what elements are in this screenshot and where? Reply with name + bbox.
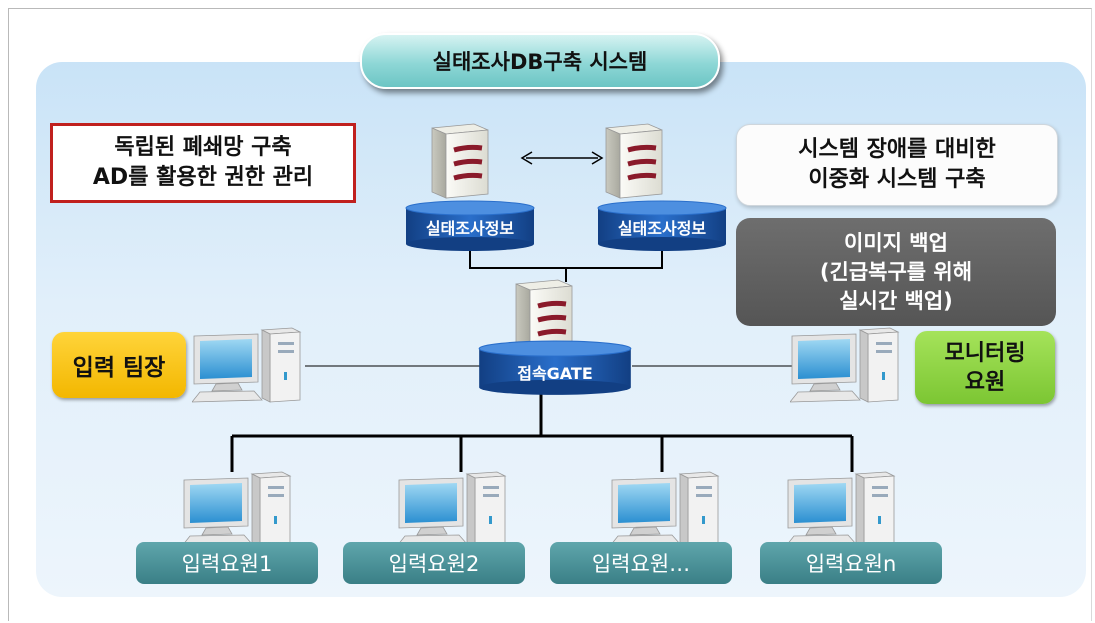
backup-note-line1: 이미지 백업 <box>844 230 948 255</box>
server-tower-icon <box>426 120 492 200</box>
database-label: 실태조사정보 <box>425 219 515 238</box>
security-note-line2: AD를 활용한 권한 관리 <box>92 165 314 190</box>
desktop-pc-icon <box>182 470 294 548</box>
team-leader-box: 입력 팀장 <box>52 332 186 398</box>
desktop-pc-icon <box>790 326 902 404</box>
monitoring-line2: 요원 <box>964 369 1006 395</box>
monitoring-line1: 모니터링 <box>944 340 1026 366</box>
security-note-box: 독립된 폐쇄망 구축 AD를 활용한 권한 관리 <box>50 123 356 203</box>
redundancy-note-box: 시스템 장애를 대비한 이중화 시스템 구축 <box>736 124 1058 206</box>
input-staff-label: 입력요원2 <box>343 542 525 584</box>
double-arrow-icon <box>520 151 604 165</box>
outer-frame <box>8 8 1092 621</box>
desktop-pc-icon <box>610 470 722 548</box>
input-staff-label: 입력요원… <box>550 542 732 584</box>
backup-note-line2: (긴급복구를 위해 <box>819 259 973 284</box>
monitoring-staff-box: 모니터링 요원 <box>915 331 1055 404</box>
diagram-title: 실태조사DB구축 시스템 <box>360 33 720 89</box>
redundancy-note-line1: 시스템 장애를 대비한 <box>798 137 996 162</box>
server-tower-icon <box>600 120 666 200</box>
input-staff-label: 입력요원1 <box>136 542 318 584</box>
backup-note-box: 이미지 백업 (긴급복구를 위해 실시간 백업) <box>736 218 1056 326</box>
input-staff-label: 입력요원n <box>760 542 942 584</box>
database-label: 실태조사정보 <box>617 219 707 238</box>
backup-note-line3: 실시간 백업) <box>839 288 953 313</box>
redundancy-note-line2: 이중화 시스템 구축 <box>808 167 986 192</box>
desktop-pc-icon <box>397 470 509 548</box>
desktop-pc-icon <box>786 470 898 548</box>
desktop-pc-icon <box>192 326 304 404</box>
security-note-line1: 독립된 폐쇄망 구축 <box>114 135 292 160</box>
gateway-label: 접속GATE <box>517 364 593 383</box>
